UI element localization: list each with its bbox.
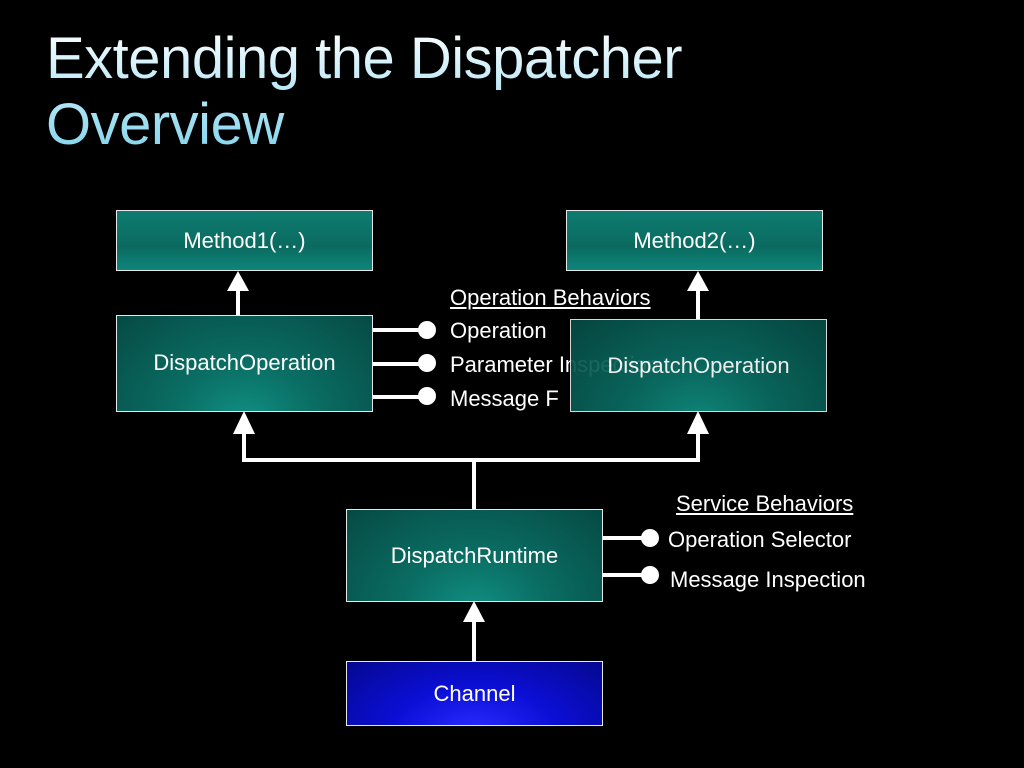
service-behavior-item-2: Message Inspection [670, 567, 866, 592]
dispatch-operation-left-label: DispatchOperation [153, 349, 336, 375]
method1-box: Method1(…) [116, 210, 373, 271]
arrowhead-runtime [463, 601, 485, 622]
dispatch-runtime-box: DispatchRuntime [346, 509, 603, 602]
arrowhead-op-left [233, 411, 255, 434]
operation-behavior-dot-2 [418, 354, 436, 372]
service-behavior-dot-1 [641, 529, 659, 547]
operation-behavior-dot-3 [418, 387, 436, 405]
method2-box: Method2(…) [566, 210, 823, 271]
service-behaviors-heading: Service Behaviors [676, 491, 854, 516]
operation-behavior-item-1: Operation [450, 318, 547, 343]
operation-behaviors-heading: Operation Behaviors [450, 285, 651, 310]
channel-label: Channel [433, 680, 516, 706]
arrowhead-method2 [687, 271, 709, 291]
dispatch-operation-right-box: DispatchOperation [570, 319, 827, 412]
operation-behavior-dot-1 [418, 321, 436, 339]
dispatch-runtime-label: DispatchRuntime [390, 542, 559, 568]
arrowhead-method1 [227, 271, 249, 291]
dispatch-operation-right-label: DispatchOperation [607, 352, 790, 378]
arrowhead-op-right [687, 411, 709, 434]
channel-box: Channel [346, 661, 603, 726]
operation-behavior-item-3: Message F [450, 386, 559, 411]
dispatch-operation-left-box: DispatchOperation [116, 315, 373, 412]
arrowheads [227, 271, 709, 622]
service-behavior-dot-2 [641, 566, 659, 584]
service-behavior-item-1: Operation Selector [668, 527, 852, 552]
method1-label: Method1(…) [183, 227, 306, 253]
method2-label: Method2(…) [633, 227, 756, 253]
